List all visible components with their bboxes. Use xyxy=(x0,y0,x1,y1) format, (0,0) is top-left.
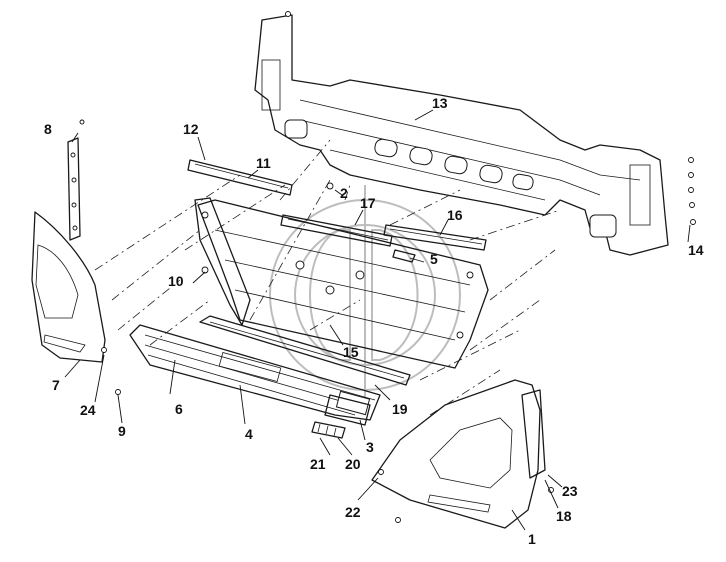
part-13-upper-frame xyxy=(254,14,669,256)
callout-21: 21 xyxy=(310,456,326,472)
callout-18: 18 xyxy=(556,508,572,524)
small-fasteners xyxy=(101,182,554,523)
callout-22: 22 xyxy=(345,504,361,520)
callout-7: 7 xyxy=(52,377,60,393)
callout-leaders xyxy=(64,109,691,531)
part-3-insert xyxy=(324,394,371,426)
callout-19: 19 xyxy=(392,401,408,417)
part-20-clip xyxy=(311,421,346,439)
callout-4: 4 xyxy=(245,426,253,442)
callout-20: 20 xyxy=(345,456,361,472)
callout-1: 1 xyxy=(528,531,536,547)
part-1-right-corner-panel xyxy=(371,379,546,529)
callout-16: 16 xyxy=(447,207,463,223)
callout-9: 9 xyxy=(118,423,126,439)
callout-11: 11 xyxy=(256,155,271,171)
part-2-grille-frame xyxy=(197,199,489,369)
callout-2: 2 xyxy=(340,185,348,201)
callout-24: 24 xyxy=(80,402,96,418)
part-7-left-corner-panel xyxy=(31,211,106,363)
callout-labels: 1 2 3 4 5 6 7 8 9 10 11 12 13 14 15 16 1… xyxy=(44,95,704,547)
callout-10: 10 xyxy=(168,273,184,289)
callout-23: 23 xyxy=(562,483,578,499)
part-8-bracket xyxy=(67,119,85,241)
callout-17: 17 xyxy=(360,195,376,211)
callout-12: 12 xyxy=(183,121,199,137)
part-16-strip xyxy=(383,224,487,251)
part-19-lower-bar xyxy=(199,315,411,386)
part-4-front-grille xyxy=(129,324,381,421)
callout-14: 14 xyxy=(688,242,704,258)
callout-6: 6 xyxy=(175,401,183,417)
callout-3: 3 xyxy=(366,439,374,455)
part-17-strip xyxy=(280,214,393,247)
callout-13: 13 xyxy=(432,95,448,111)
callout-15: 15 xyxy=(343,344,359,360)
part-14-bolts xyxy=(285,11,696,225)
part-5-bracket xyxy=(392,249,416,263)
callout-5: 5 xyxy=(430,251,438,267)
callout-8: 8 xyxy=(44,121,52,137)
part-12-top-strip xyxy=(187,159,293,196)
